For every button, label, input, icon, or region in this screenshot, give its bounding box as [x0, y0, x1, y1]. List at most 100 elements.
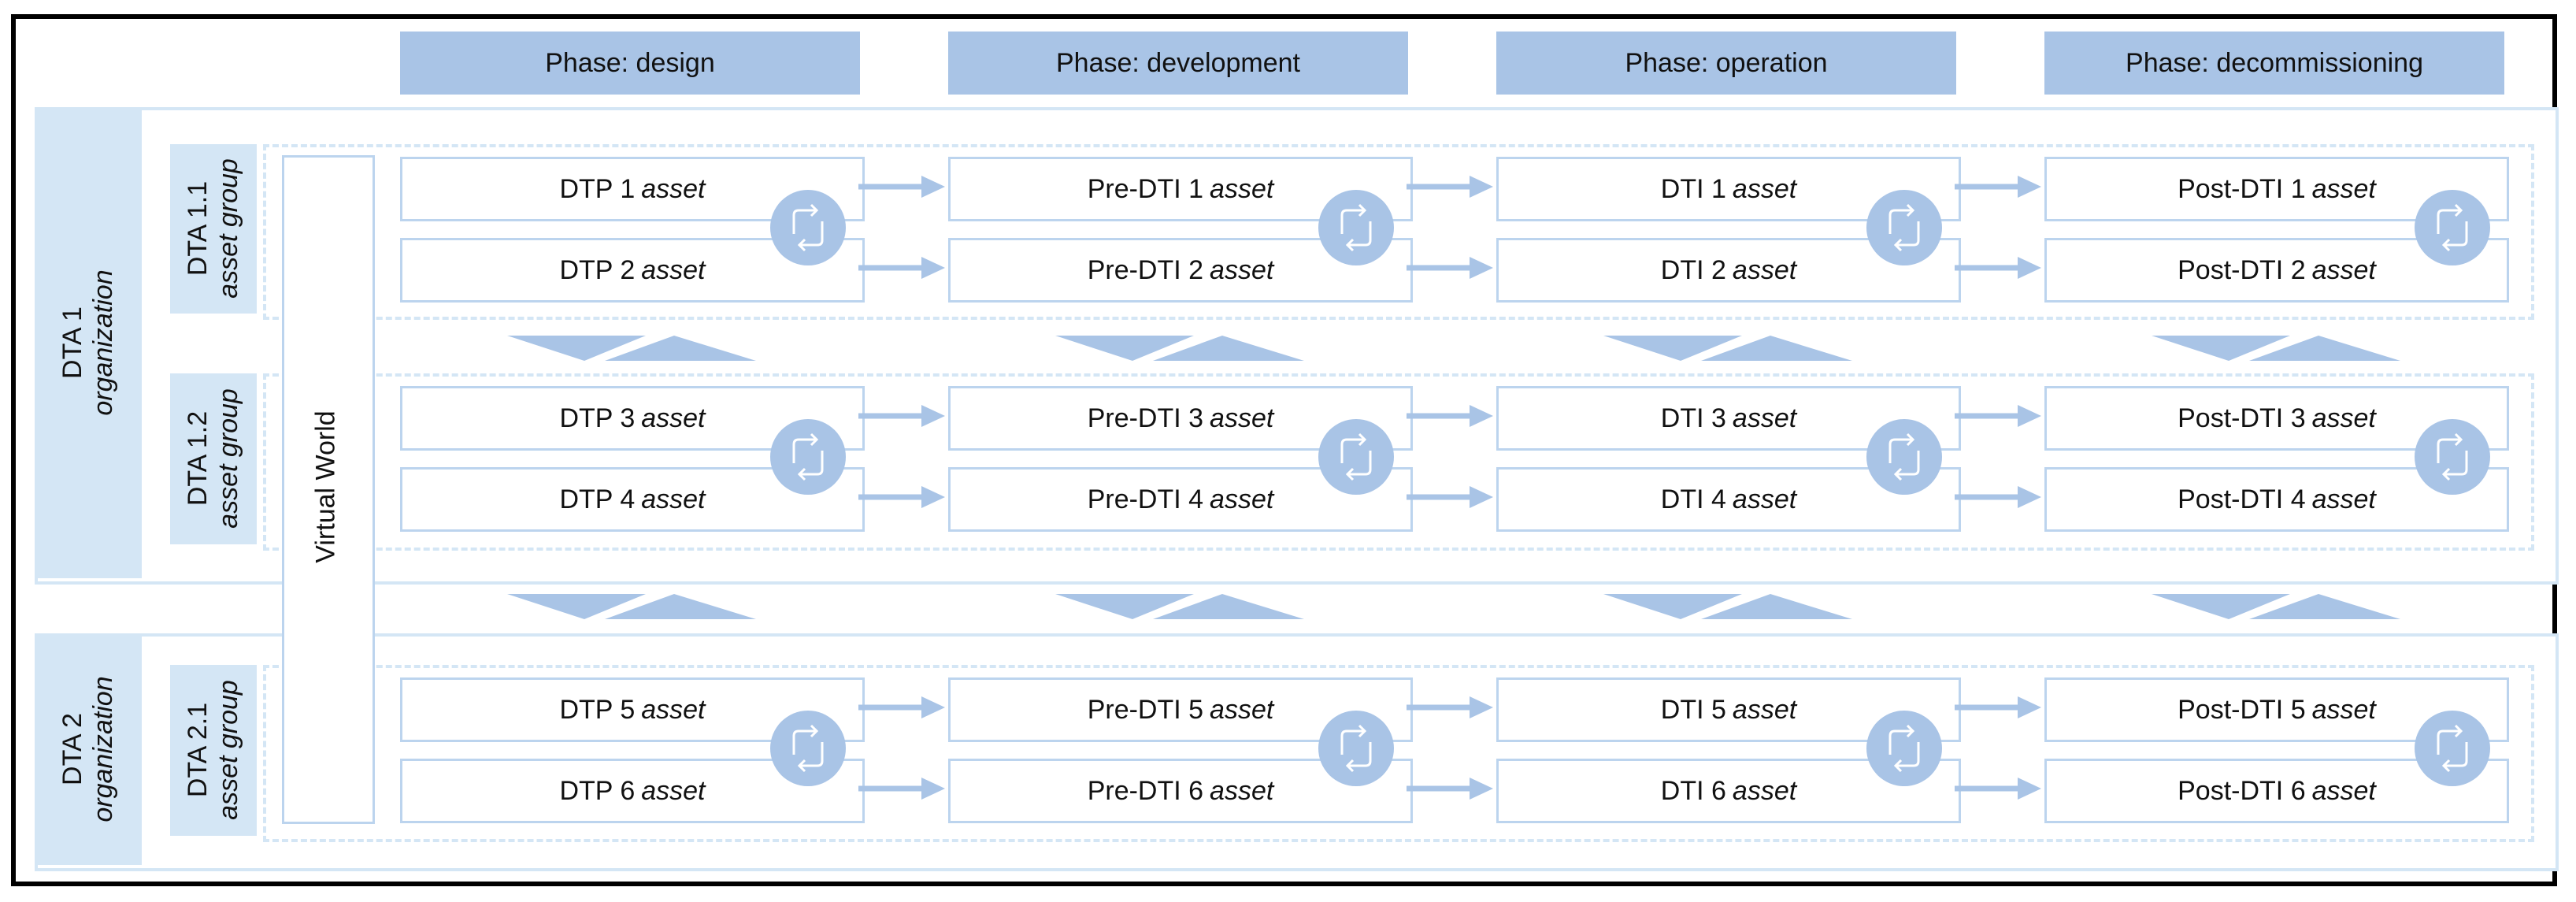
asset-box-label: Post-DTI 2: [2178, 254, 2306, 285]
asset-box-qualifier: asset: [1210, 694, 1274, 725]
phase-header-design: Phase: design: [400, 32, 860, 95]
asset-box-qualifier: asset: [1732, 775, 1797, 806]
transfer-shape-icon: [2152, 334, 2400, 362]
sync-cycle-icon: [1318, 418, 1394, 495]
asset-box-qualifier: asset: [1732, 484, 1797, 514]
asset-box-qualifier: asset: [641, 254, 706, 285]
organization-dta1-band: [35, 107, 142, 578]
asset-box-label: Pre-DTI 6: [1087, 775, 1204, 806]
arrow-right-icon: [858, 404, 945, 428]
transfer-shape-icon: [507, 334, 756, 362]
virtual-world-label: Virtual World: [310, 410, 341, 563]
asset-group-dta1-2-region: [263, 373, 2534, 551]
asset-box-label: Post-DTI 3: [2178, 403, 2306, 433]
asset-box-qualifier: asset: [641, 775, 706, 806]
arrow-right-icon: [858, 175, 945, 199]
asset-group-dta1-1-region: [263, 144, 2534, 320]
asset-box-qualifier: asset: [1732, 403, 1797, 433]
phase-header-development: Phase: development: [948, 32, 1408, 95]
arrow-right-icon: [858, 696, 945, 719]
asset-box-qualifier: asset: [641, 484, 706, 514]
asset-group-dta2-1-region: [263, 665, 2534, 842]
arrow-right-icon: [1407, 256, 1493, 280]
asset-group-name: DTA 2.1: [182, 702, 213, 798]
organization-name: DTA 2: [57, 713, 87, 785]
organization-dta2-container: [35, 633, 2559, 871]
asset-box-qualifier: asset: [2311, 694, 2376, 725]
sync-cycle-icon: [770, 189, 846, 265]
arrow-right-icon: [1407, 696, 1493, 719]
asset-box-label: DTP 3: [559, 403, 636, 433]
asset-box-label: DTI 1: [1660, 173, 1726, 204]
organization-name: DTA 1: [57, 306, 87, 379]
arrow-right-icon: [858, 485, 945, 509]
sync-cycle-icon: [2415, 189, 2490, 265]
asset-group-dta1-1-label: DTA 1.1 asset group: [183, 158, 244, 299]
asset-box-label: Pre-DTI 4: [1087, 484, 1204, 514]
organization-dta2-label: DTA 2 organization: [57, 676, 119, 822]
asset-box-label: Post-DTI 6: [2178, 775, 2306, 806]
asset-box-label: DTP 4: [559, 484, 636, 514]
phase-header-decommissioning: Phase: decommissioning: [2044, 32, 2504, 95]
sync-cycle-icon: [770, 710, 846, 786]
transfer-shape-icon: [2152, 592, 2400, 621]
asset-box-label: DTP 5: [559, 694, 636, 725]
arrow-right-icon: [1407, 485, 1493, 509]
organization-role: organization: [88, 269, 118, 416]
asset-box-qualifier: asset: [2311, 403, 2376, 433]
sync-cycle-icon: [1318, 189, 1394, 265]
asset-box-qualifier: asset: [641, 403, 706, 433]
arrow-right-icon: [1955, 404, 2041, 428]
arrow-right-icon: [1955, 175, 2041, 199]
asset-box-label: DTP 2: [559, 254, 636, 285]
asset-group-dta1-2-band: [170, 373, 257, 544]
asset-box-label: Post-DTI 1: [2178, 173, 2306, 204]
asset-box-qualifier: asset: [1210, 484, 1274, 514]
asset-box-label: Pre-DTI 2: [1087, 254, 1204, 285]
asset-box-qualifier: asset: [1210, 775, 1274, 806]
asset-box-qualifier: asset: [2311, 254, 2376, 285]
arrow-right-icon: [1955, 696, 2041, 719]
sync-cycle-icon: [2415, 418, 2490, 495]
sync-cycle-icon: [2415, 710, 2490, 786]
transfer-shape-icon: [507, 592, 756, 621]
asset-group-role: asset group: [213, 388, 243, 529]
asset-box-label: Post-DTI 5: [2178, 694, 2306, 725]
arrow-right-icon: [1955, 777, 2041, 800]
asset-group-dta1-1-band: [170, 144, 257, 314]
arrow-right-icon: [1407, 175, 1493, 199]
asset-box-qualifier: asset: [2311, 775, 2376, 806]
asset-box-qualifier: asset: [1732, 694, 1797, 725]
asset-box-qualifier: asset: [2311, 484, 2376, 514]
sync-cycle-icon: [1866, 418, 1942, 495]
arrow-right-icon: [1955, 256, 2041, 280]
asset-box-label: DTI 3: [1660, 403, 1726, 433]
organization-dta2-band: [35, 633, 142, 865]
transfer-shape-icon: [1055, 592, 1304, 621]
transfer-shape-icon: [1603, 592, 1852, 621]
asset-group-dta2-1-band: [170, 665, 257, 836]
asset-group-name: DTA 1.2: [182, 410, 213, 507]
sync-cycle-icon: [1866, 710, 1942, 786]
asset-box-label: DTI 2: [1660, 254, 1726, 285]
asset-box-qualifier: asset: [1210, 173, 1274, 204]
sync-cycle-icon: [1866, 189, 1942, 265]
asset-box-label: DTP 1: [559, 173, 636, 204]
phase-header-operation: Phase: operation: [1496, 32, 1956, 95]
asset-box-label: Post-DTI 4: [2178, 484, 2306, 514]
asset-box-label: Pre-DTI 5: [1087, 694, 1204, 725]
asset-box-qualifier: asset: [2311, 173, 2376, 204]
asset-group-role: asset group: [213, 680, 243, 820]
asset-group-dta1-2-label: DTA 1.2 asset group: [183, 388, 244, 529]
transfer-shape-icon: [1603, 334, 1852, 362]
arrow-right-icon: [858, 777, 945, 800]
asset-box-qualifier: asset: [641, 173, 706, 204]
